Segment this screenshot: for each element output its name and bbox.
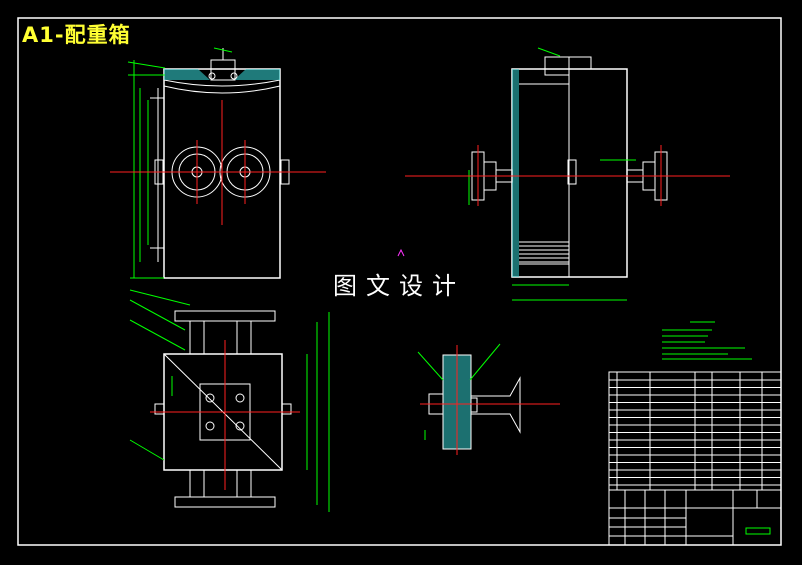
technical-notes (662, 321, 752, 360)
magenta-marker (397, 248, 405, 257)
front-view-centerlines (110, 100, 326, 225)
title-block (608, 489, 782, 546)
parts-list-rows (609, 379, 781, 486)
front-view-dimensions (127, 47, 233, 279)
detail-view-centerlines (420, 345, 560, 455)
drawing-border (17, 17, 782, 546)
plan-view (154, 310, 292, 508)
side-view-dimensions (468, 47, 636, 301)
side-view (471, 56, 668, 278)
parts-list-table (608, 371, 782, 491)
front-view (150, 48, 290, 279)
watermark-text: 图文设计 (333, 272, 465, 300)
side-view-centerlines (405, 145, 730, 206)
plan-view-dimensions (129, 289, 330, 512)
detail-view-dimensions (417, 343, 501, 440)
plan-view-centerlines (150, 340, 300, 490)
drawing-title: A1-配重箱 (22, 23, 131, 47)
detail-view (428, 354, 521, 450)
